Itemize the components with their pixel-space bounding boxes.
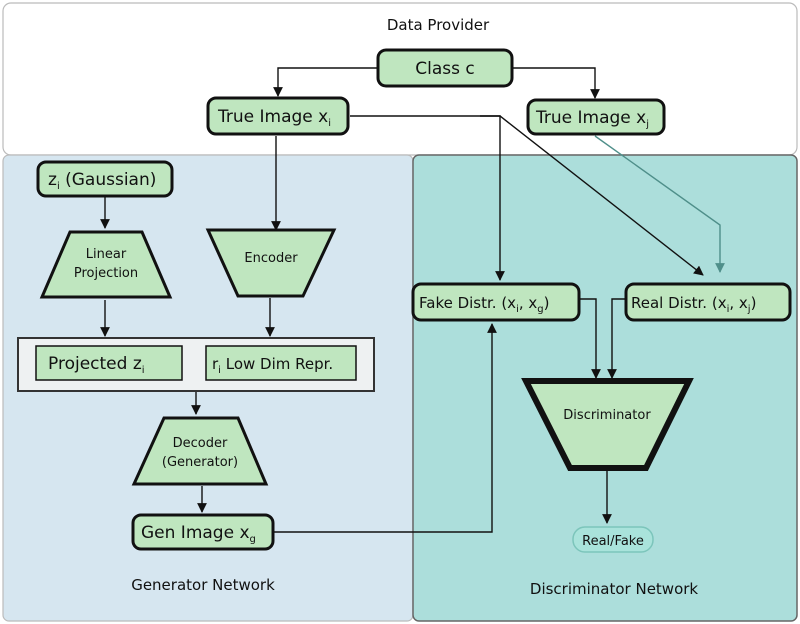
z-gaussian-subscript: i [57, 181, 60, 192]
low-dim-repr-subscript: i [218, 365, 221, 376]
projected-z-label: Projected z [48, 354, 142, 374]
fake-distribution-node: Fake Distr. (xi, xg) [411, 282, 581, 322]
decoder-line2: (Generator) [162, 455, 238, 470]
svg-text:Real Distr. (xi, xj): Real Distr. (xi, xj) [631, 294, 756, 315]
fake-distr-sub2: g [537, 304, 543, 315]
true-image-xi-subscript: i [328, 118, 331, 129]
true-image-xj-node: True Image xj [526, 98, 666, 136]
svg-text:Fake Distr. (xi, xg): Fake Distr. (xi, xg) [419, 294, 549, 315]
fake-distr-mid: , x [519, 294, 538, 312]
fake-distr-label: Fake Distr. (x [419, 294, 516, 312]
encoder-node: Encoder [205, 228, 337, 298]
svg-text:ri Low Dim Repr.: ri Low Dim Repr. [212, 355, 333, 376]
real-distribution-node: Real Distr. (xi, xj) [624, 282, 792, 322]
real-fake-output-node: Real/Fake [572, 526, 654, 553]
encoder-label: Encoder [244, 251, 298, 266]
fake-distr-sub1: i [516, 304, 519, 315]
real-distr-end: ) [751, 294, 757, 312]
z-gaussian-node: zi (Gaussian) [36, 160, 174, 198]
low-dim-repr-node: ri Low Dim Repr. [205, 345, 357, 381]
true-image-xi-label: True Image x [217, 107, 328, 127]
true-image-xj-subscript: j [645, 119, 649, 130]
real-distr-mid: , x [729, 294, 748, 312]
real-distr-sub1: i [727, 304, 730, 315]
svg-text:zi (Gaussian): zi (Gaussian) [48, 170, 156, 192]
svg-text:True Image xi: True Image xi [217, 107, 331, 129]
class-c-label: Class c [415, 59, 474, 79]
true-image-xj-label: True Image x [535, 108, 646, 128]
fake-distr-end: ) [544, 294, 550, 312]
svg-text:True Image xj: True Image xj [535, 108, 649, 130]
projected-z-node: Projected zi [35, 345, 183, 381]
gen-image-label: Gen Image x [141, 523, 250, 543]
generator-network-label: Generator Network [131, 576, 275, 594]
decoder-line1: Decoder [173, 436, 228, 451]
z-gaussian-rest: (Gaussian) [60, 170, 157, 190]
real-distr-sub2: j [747, 304, 751, 315]
connectors [100, 67, 725, 533]
low-dim-repr-r: r [212, 355, 219, 373]
real-fake-label: Real/Fake [582, 534, 644, 549]
svg-text:Gen Image xg: Gen Image xg [141, 523, 256, 545]
class-c-node: Class c [376, 48, 514, 88]
projected-z-subscript: i [142, 365, 145, 376]
svg-text:Projected zi: Projected zi [48, 354, 145, 376]
discriminator-network-label: Discriminator Network [530, 580, 699, 598]
decoder-generator-node: Decoder (Generator) [131, 416, 269, 486]
discriminator-node: Discriminator [521, 378, 694, 471]
low-dim-repr-label: Low Dim Repr. [221, 355, 333, 373]
data-provider-label: Data Provider [387, 16, 490, 34]
linear-projection-line1: Linear [86, 247, 127, 262]
gen-image-subscript: g [250, 534, 256, 545]
real-distr-label: Real Distr. (x [631, 294, 727, 312]
z-gaussian-label: z [48, 170, 57, 190]
true-image-xi-node: True Image xi [206, 96, 350, 136]
discriminator-label: Discriminator [563, 408, 651, 423]
gen-image-node: Gen Image xg [131, 513, 275, 551]
linear-projection-line2: Projection [74, 266, 138, 281]
linear-projection-node: Linear Projection [39, 230, 173, 299]
